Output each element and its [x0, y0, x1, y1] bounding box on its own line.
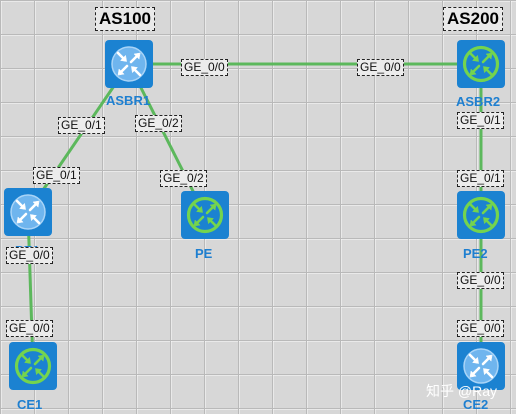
- port-label-ce1-GE_0-0: GE_0/0: [6, 320, 53, 337]
- device-pe1[interactable]: [4, 188, 52, 236]
- port-label-pe1-GE_0-0: GE_0/0: [6, 247, 53, 264]
- link-asbr1-pe[interactable]: [127, 62, 207, 217]
- links-layer: [26, 62, 483, 368]
- device-label-pe2: PE2: [463, 246, 488, 261]
- device-label-ce2: CE2: [463, 397, 489, 412]
- device-label-asbr2: ASBR2: [456, 94, 501, 109]
- link-pe1-ce1[interactable]: [26, 210, 35, 368]
- device-pe[interactable]: [181, 191, 229, 239]
- as-label-as200: AS200: [443, 7, 503, 31]
- port-label-asbr1-GE_0-1: GE_0/1: [58, 117, 105, 134]
- device-label-ce1: CE1: [17, 397, 43, 412]
- port-label-pe2-GE_0-0: GE_0/0: [457, 272, 504, 289]
- device-ce1[interactable]: [9, 342, 57, 390]
- port-label-asbr2-GE_0-0: GE_0/0: [357, 59, 404, 76]
- device-label-pe: PE: [195, 246, 213, 261]
- device-asbr2[interactable]: [457, 40, 505, 88]
- router-icon: [462, 45, 500, 83]
- device-label-asbr1: ASBR1: [106, 93, 151, 108]
- device-ce2[interactable]: [457, 342, 505, 390]
- port-label-asbr1-GE_0-2: GE_0/2: [135, 115, 182, 132]
- switch-icon: [111, 46, 147, 82]
- watermark: 知乎 @Ray: [426, 383, 497, 399]
- port-label-ce2-GE_0-0: GE_0/0: [457, 320, 504, 337]
- port-label-pe-GE_0-2: GE_0/2: [160, 170, 207, 187]
- port-label-pe1-GE_0-1: GE_0/1: [33, 167, 80, 184]
- switch-icon: [10, 194, 46, 230]
- as-label-as100: AS100: [95, 7, 155, 31]
- port-label-pe2-GE_0-1: GE_0/1: [457, 170, 504, 187]
- device-asbr1[interactable]: [105, 40, 153, 88]
- router-icon: [14, 347, 52, 385]
- port-label-asbr1-GE_0-0: GE_0/0: [181, 59, 228, 76]
- switch-icon: [463, 348, 499, 384]
- router-icon: [186, 196, 224, 234]
- device-pe2[interactable]: [457, 191, 505, 239]
- router-icon: [462, 196, 500, 234]
- link-asbr1-pe1[interactable]: [26, 62, 131, 214]
- port-label-asbr2-GE_0-1: GE_0/1: [457, 112, 504, 129]
